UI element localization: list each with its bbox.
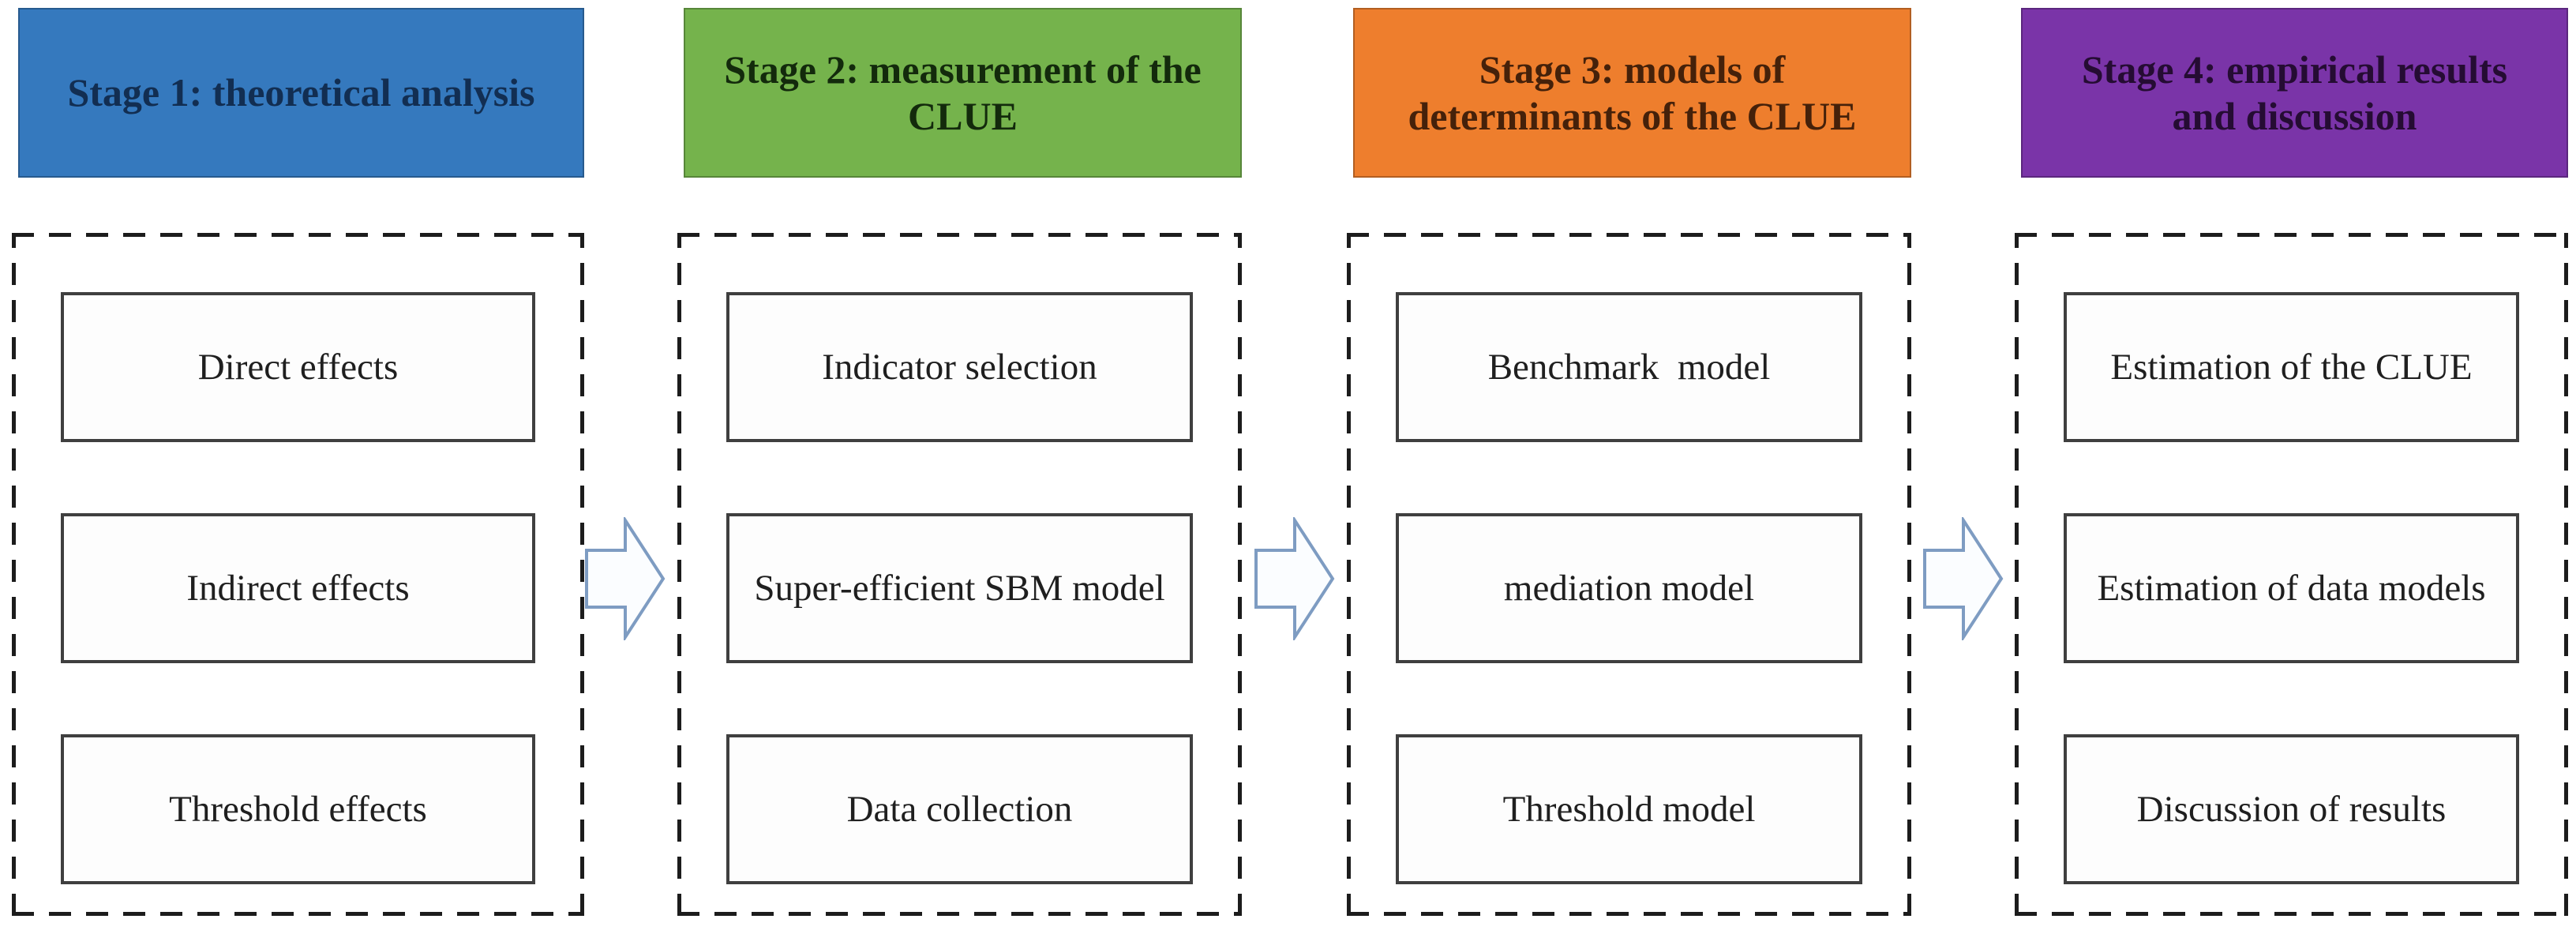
node-label: Indicator selection — [822, 346, 1097, 388]
stage-4-column: Stage 4: empirical results and discussio… — [2015, 0, 2568, 934]
stage-1-column: Stage 1: theoretical analysis Direct eff… — [12, 0, 584, 934]
stage-3-dashed-group: Benchmark model mediation model Threshol… — [1347, 233, 1911, 916]
stage-4-dashed-group: Estimation of the CLUE Estimation of dat… — [2015, 233, 2568, 916]
node-indicator-selection: Indicator selection — [726, 292, 1193, 442]
stage-3-header: Stage 3: models of determinants of the C… — [1353, 8, 1911, 178]
node-estimation-of-data-models: Estimation of data models — [2064, 513, 2519, 663]
stage-2-dashed-group: Indicator selection Super-efficient SBM … — [677, 233, 1242, 916]
node-discussion-of-results: Discussion of results — [2064, 734, 2519, 884]
stage-3-column: Stage 3: models of determinants of the C… — [1347, 0, 1911, 934]
right-arrow-icon — [1922, 517, 2004, 640]
stage-4-header: Stage 4: empirical results and discussio… — [2021, 8, 2568, 178]
node-label: Estimation of data models — [2097, 567, 2486, 609]
node-super-efficient-sbm-model: Super-efficient SBM model — [726, 513, 1193, 663]
node-label: Threshold model — [1502, 788, 1756, 830]
node-estimation-of-the-clue: Estimation of the CLUE — [2064, 292, 2519, 442]
node-label: Estimation of the CLUE — [2110, 346, 2473, 388]
node-label: Indirect effects — [186, 567, 410, 609]
right-arrow-icon — [1254, 517, 1336, 640]
right-arrow-shape — [1254, 517, 1335, 640]
stage-2-column: Stage 2: measurement of the CLUE Indicat… — [677, 0, 1242, 934]
right-arrow-shape — [585, 517, 666, 640]
node-label: Data collection — [846, 788, 1073, 830]
node-benchmark-model: Benchmark model — [1396, 292, 1862, 442]
node-threshold-model: Threshold model — [1396, 734, 1862, 884]
node-indirect-effects: Indirect effects — [61, 513, 535, 663]
right-arrow-shape — [1923, 517, 2004, 640]
node-label: Direct effects — [197, 346, 399, 388]
stage-1-header: Stage 1: theoretical analysis — [18, 8, 584, 178]
stage-2-header: Stage 2: measurement of the CLUE — [684, 8, 1242, 178]
node-label: Threshold effects — [169, 788, 427, 830]
right-arrow-icon — [584, 517, 666, 640]
node-direct-effects: Direct effects — [61, 292, 535, 442]
node-label: Benchmark model — [1487, 346, 1771, 388]
node-label: Super-efficient SBM model — [754, 567, 1165, 609]
node-mediation-model: mediation model — [1396, 513, 1862, 663]
node-label: mediation model — [1503, 567, 1755, 609]
node-threshold-effects: Threshold effects — [61, 734, 535, 884]
node-data-collection: Data collection — [726, 734, 1193, 884]
node-label: Discussion of results — [2136, 788, 2447, 830]
stage-1-dashed-group: Direct effects Indirect effects Threshol… — [12, 233, 584, 916]
